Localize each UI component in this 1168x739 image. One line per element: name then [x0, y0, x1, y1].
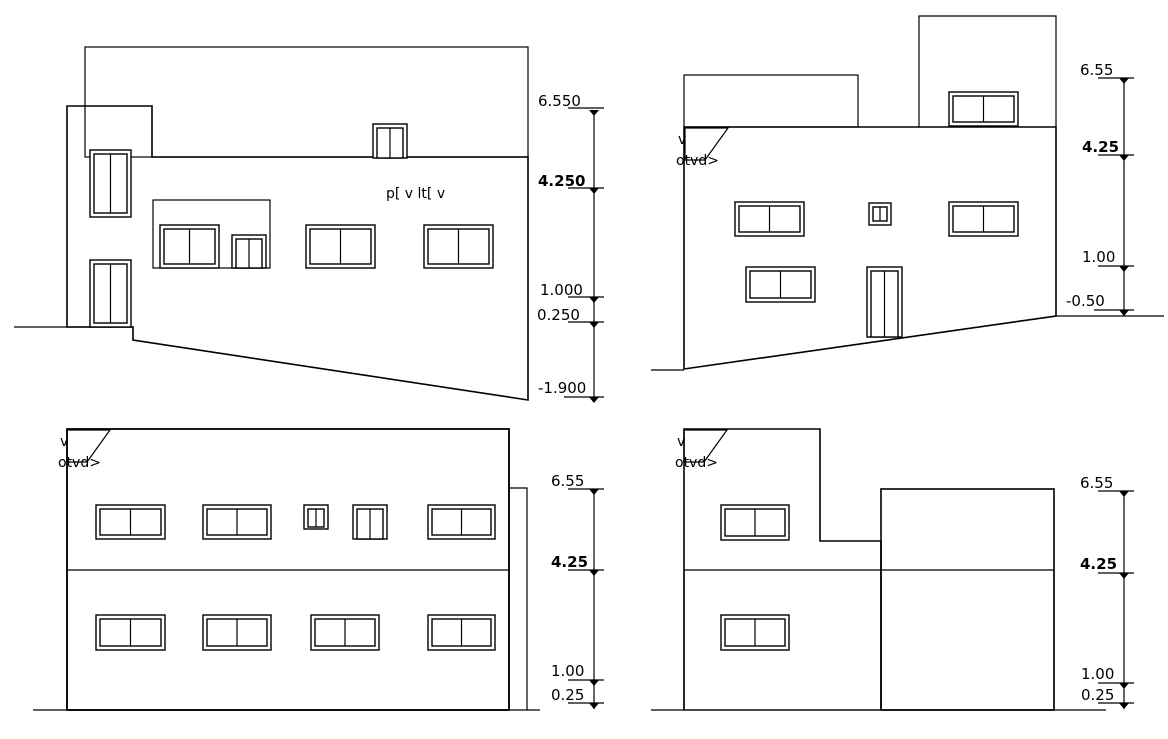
window — [427, 504, 496, 540]
level-label: 4.250 — [538, 172, 585, 190]
side-wing — [509, 487, 528, 710]
window — [948, 91, 1019, 127]
level-label: 6.55 — [551, 472, 584, 490]
elevation-3: v otvd> — [33, 428, 604, 711]
level-label: 0.250 — [537, 306, 580, 324]
window — [95, 504, 166, 540]
window — [423, 224, 494, 269]
level-label: 4.25 — [1082, 138, 1119, 156]
window — [89, 149, 132, 218]
section-mark: p[ v lt[ v — [386, 186, 445, 202]
elevation-2: v otvd> 6.55 4.25 1.00 -0.50 — [651, 15, 1164, 371]
window — [202, 504, 272, 540]
window — [310, 614, 380, 651]
hatched-wall — [66, 105, 529, 401]
tag-a: v — [677, 434, 685, 450]
stair-tower — [918, 15, 1057, 127]
window — [734, 201, 805, 237]
window — [305, 224, 376, 269]
stipple-patch — [66, 429, 112, 463]
level-label: 4.25 — [551, 553, 588, 571]
elevation-4: v otvd> 6.55 4.25 1.00 0.25 — [651, 428, 1134, 711]
stipple-patch — [683, 429, 729, 463]
level-label: 1.00 — [1082, 248, 1115, 266]
level-label: 0.25 — [551, 686, 584, 704]
window — [95, 614, 166, 651]
tag-b: otvd> — [675, 455, 718, 471]
window — [303, 504, 329, 530]
window — [948, 201, 1019, 237]
window — [159, 224, 220, 269]
level-label: 4.25 — [1080, 555, 1117, 573]
level-label: -0.50 — [1066, 292, 1105, 310]
facade-border — [66, 428, 510, 711]
parapet — [683, 74, 859, 128]
level-dimension: 6.55 4.25 1.00 0.25 — [551, 472, 604, 709]
level-label: 6.55 — [1080, 474, 1113, 492]
window — [372, 123, 408, 159]
level-label: 0.25 — [1081, 686, 1114, 704]
tag-a: v — [678, 132, 686, 148]
level-label: 1.000 — [540, 281, 583, 299]
tag-b: otvd> — [58, 455, 101, 471]
stipple-patch — [684, 127, 730, 161]
level-label: 6.55 — [1080, 61, 1113, 79]
door — [231, 234, 267, 269]
window — [202, 614, 272, 651]
level-dimension: 6.55 4.25 1.00 0.25 — [1080, 474, 1134, 709]
level-label: 1.00 — [1081, 665, 1114, 683]
level-label: 1.00 — [551, 662, 584, 680]
elevation-1: p[ v lt[ v 6.550 4.250 1.000 0.250 -1.90… — [14, 46, 604, 403]
window — [352, 504, 388, 540]
level-label: 6.550 — [538, 92, 581, 110]
level-label: -1.900 — [538, 379, 586, 397]
window — [89, 259, 132, 328]
window — [720, 614, 790, 651]
door — [866, 266, 903, 338]
hatched-wall — [683, 126, 1057, 370]
window — [427, 614, 496, 651]
right-block — [880, 488, 1055, 711]
window — [745, 266, 816, 303]
tag-a: v — [60, 434, 68, 450]
window — [720, 504, 790, 541]
level-dimension: 6.55 4.25 1.00 -0.50 — [1066, 61, 1134, 316]
level-dimension: 6.550 4.250 1.000 0.250 -1.900 — [537, 92, 604, 403]
tag-b: otvd> — [676, 153, 719, 169]
window — [868, 202, 892, 226]
